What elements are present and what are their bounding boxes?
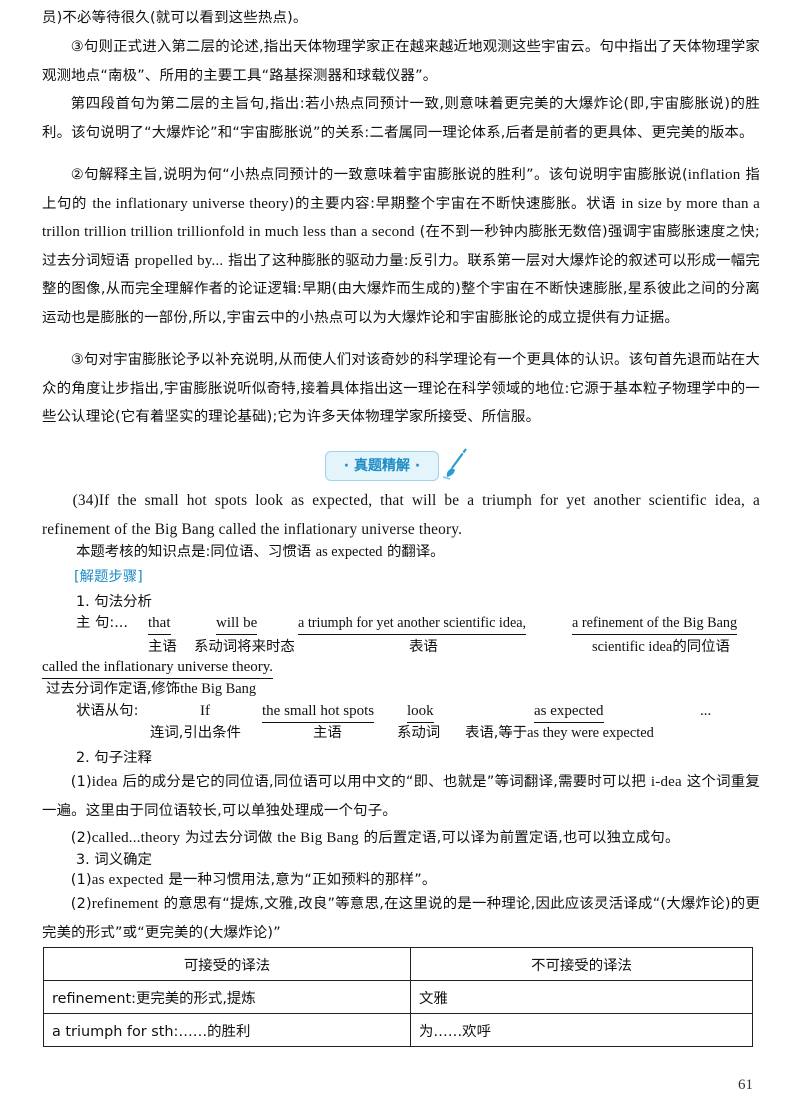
paragraph-1: 员)不必等待很久(就可以看到这些热点)。	[42, 10, 308, 26]
paragraph-4: ②句解释主旨,说明为何“小热点同预计的一致意味着宇宙膨胀说的胜利”。该句说明宇宙…	[42, 167, 761, 326]
gloss-past-participle: 过去分词作定语,修饰the Big Bang	[46, 681, 257, 697]
word-hot-spots: the small hot spots	[262, 701, 375, 723]
gloss-predicative-equal: 表语,等于as they were expected	[465, 725, 654, 741]
section-badge: · 真题精解 ·	[325, 451, 439, 481]
step-2-heading: 2. 句子注释	[76, 750, 152, 766]
adverbial-clause-label: 状语从句:	[76, 703, 139, 719]
table-cell: 文雅	[410, 980, 753, 1014]
pen-brush-icon	[442, 448, 467, 480]
paragraph-2: ③句则正式进入第二层的论述,指出天体物理学家正在越来越近地观测这些宇宙云。句中指…	[42, 39, 760, 84]
word-triumph-phrase: a triumph for yet another scientific ide…	[298, 613, 527, 635]
gloss-subject-2: 主语	[313, 725, 342, 741]
gloss-predicative: 表语	[409, 639, 438, 655]
translation-table: 可接受的译法 不可接受的译法 refinement:更完美的形式,提炼 文雅 a…	[43, 947, 753, 1047]
gloss-appositive: scientific idea的同位语	[592, 639, 730, 655]
table-header-unacceptable: 不可接受的译法	[410, 947, 753, 981]
table-row: a triumph for sth:……的胜利 为……欢呼	[43, 1013, 753, 1047]
knowledge-points: 本题考核的知识点是:同位语、习惯语 as expected 的翻译。	[76, 544, 445, 560]
word-as-expected: as expected	[534, 701, 604, 723]
table-row: refinement:更完美的形式,提炼 文雅	[43, 980, 753, 1014]
gloss-link-verb: 系动词	[397, 725, 441, 741]
table-cell: 为……欢呼	[410, 1013, 753, 1047]
word-look: look	[407, 701, 434, 723]
steps-label: [解题步骤]	[74, 569, 143, 585]
gloss-linking-verb-future: 系动词将来时态	[194, 639, 295, 655]
note-3-1: (1)as expected 是一种习惯用法,意为“正如预料的那样”。	[70, 872, 437, 888]
paragraph-3: 第四段首句为第二层的主旨句,指出:若小热点同预计一致,则意味着更完美的大爆炸论(…	[42, 96, 760, 141]
paragraph-5: ③句对宇宙膨胀论予以补充说明,从而使人们对该奇妙的科学理论有一个更具体的认识。该…	[42, 352, 760, 425]
main-clause-label: 主 句:...	[76, 615, 128, 631]
note-3-2: (2)refinement 的意思有“提炼,文雅,改良”等意思,在这里说的是一种…	[42, 896, 760, 941]
question-34: (34)If the small hot spots look as expec…	[42, 492, 760, 538]
note-2-1: (1)idea 后的成分是它的同位语,同位语可以用中文的“即、也就是”等词翻译,…	[42, 774, 760, 819]
table-cell: refinement:更完美的形式,提炼	[43, 980, 411, 1014]
word-refinement-phrase: a refinement of the Big Bang	[572, 613, 738, 635]
table-header-row: 可接受的译法 不可接受的译法	[43, 947, 753, 981]
word-called-phrase: called the inflationary universe theory.	[42, 657, 274, 679]
word-will-be: will be	[216, 613, 258, 635]
note-2-2: (2)called...theory 为过去分词做 the Big Bang 的…	[70, 830, 680, 846]
word-ellipsis: ...	[700, 703, 712, 719]
step-3-heading: 3. 词义确定	[76, 852, 152, 868]
page-number: 61	[738, 1077, 753, 1093]
gloss-conjunction: 连词,引出条件	[150, 725, 241, 741]
table-header-acceptable: 可接受的译法	[43, 947, 411, 981]
step-1-heading: 1. 句法分析	[76, 594, 152, 610]
word-if: If	[200, 703, 210, 719]
word-that: that	[148, 613, 171, 635]
gloss-subject: 主语	[148, 639, 177, 655]
table-cell: a triumph for sth:……的胜利	[43, 1013, 411, 1047]
